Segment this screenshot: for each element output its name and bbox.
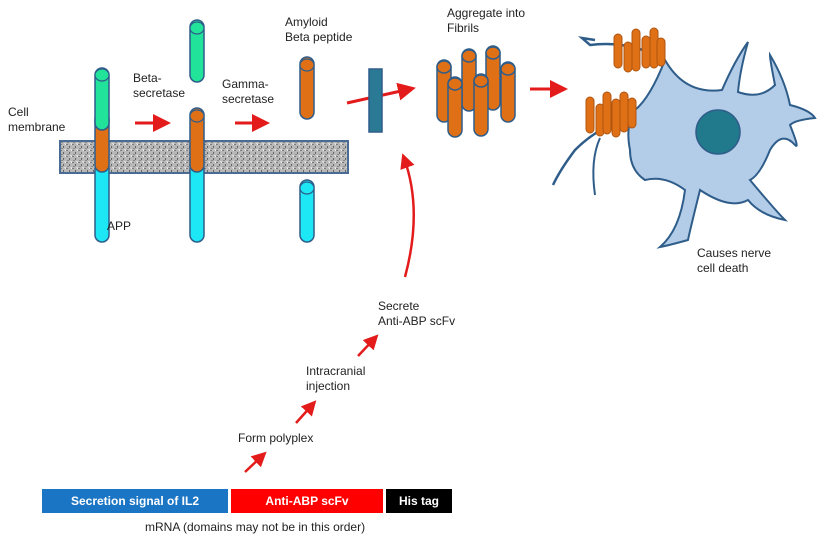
label-app: APP xyxy=(107,219,132,233)
arrow-to-polyplex xyxy=(244,451,267,473)
fibril-aggregate xyxy=(436,45,516,138)
mrna-caption: mRNA (domains may not be in this order) xyxy=(145,520,366,534)
arrow-to-secrete xyxy=(357,334,379,357)
neuron-fibril-lower xyxy=(585,91,637,138)
label-amyloid-beta: Amyloid Beta peptide xyxy=(285,15,353,44)
arrow-secrete-curve xyxy=(400,153,415,278)
label-aggregate: Aggregate into Fibrils xyxy=(447,6,526,35)
label-nerve-death: Causes nerve cell death xyxy=(697,246,772,275)
app-c-terminal-fragment xyxy=(299,179,315,243)
app-after-beta-cleavage xyxy=(189,19,205,243)
amyloid-beta-peptide xyxy=(299,56,315,120)
label-injection: Intracranial injection xyxy=(306,364,366,393)
app-protein xyxy=(94,67,110,243)
neuron xyxy=(551,36,817,249)
mrna-segment-his-tag: His tag xyxy=(386,489,452,513)
mrna-segment-il2-signal: Secretion signal of IL2 xyxy=(42,489,228,513)
label-gamma-secretase: Gamma- secretase xyxy=(222,77,275,106)
antibody-scfv-block xyxy=(368,68,383,133)
label-secrete: Secrete Anti-ABP scFv xyxy=(378,299,456,328)
nucleus xyxy=(695,109,741,155)
mrna-segment-scfv: Anti-ABP scFv xyxy=(231,489,383,513)
label-polyplex: Form polyplex xyxy=(238,431,314,445)
label-cell-membrane: Cell membrane xyxy=(8,105,66,134)
arrow-to-injection xyxy=(295,400,317,424)
neuron-fibril-upper xyxy=(613,27,666,73)
label-beta-secretase: Beta- secretase xyxy=(133,71,186,100)
